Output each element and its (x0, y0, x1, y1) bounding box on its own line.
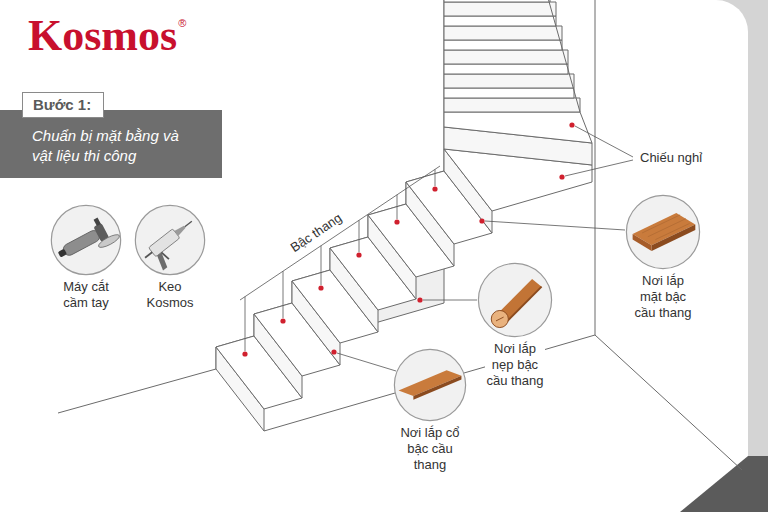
illustration-part (626, 195, 699, 268)
circle-outline (50, 204, 122, 276)
circle-caption: Máy cắt cầm tay (56, 279, 116, 311)
staircase (58, 0, 742, 470)
registered-mark: ® (178, 18, 186, 29)
circle-outline (477, 262, 553, 338)
illustration-part (58, 249, 67, 258)
circle-caption: Keo Kosmos (140, 279, 200, 311)
riser (444, 74, 574, 88)
dot (331, 349, 336, 354)
tread (444, 40, 562, 50)
corner-band (680, 456, 768, 512)
riser (444, 2, 556, 16)
floor-line (58, 369, 216, 413)
illustration-part (135, 205, 204, 274)
landing-label: Chiếu nghỉ (637, 150, 705, 166)
stringer (548, 0, 580, 112)
dot (280, 318, 285, 323)
illustration-part (491, 310, 508, 327)
tread (444, 88, 574, 98)
illustration-part (642, 215, 690, 240)
part-circle: Nơi lắp mặt bậc cầu thang (613, 194, 713, 321)
brand-logo: Kosmos (28, 14, 177, 58)
illustration-part (51, 205, 120, 274)
illustration-part (61, 228, 101, 257)
dot (242, 351, 247, 356)
circle-outline (625, 194, 701, 270)
circle-caption: Nơi lắp mặt bậc cầu thang (633, 273, 693, 321)
illustration-part (94, 218, 101, 226)
dot (417, 297, 422, 302)
tread (444, 64, 568, 74)
step-heading: Bước 1: (22, 92, 104, 118)
circle-caption: Nơi lắp nẹp bậc cầu thang (485, 341, 545, 389)
tool-circle: Máy cắt cầm tay (36, 204, 136, 311)
illustration-part (413, 376, 461, 400)
wall-corner (595, 0, 742, 470)
illustration-part (185, 221, 192, 227)
illustration-part (478, 263, 551, 336)
dot (569, 122, 574, 127)
tool-circle: Keo Kosmos (120, 204, 220, 311)
illustration-part (652, 224, 696, 251)
leader-dots (242, 122, 574, 356)
illustration-part (149, 229, 180, 257)
step-description: Chuẩn bị mặt bằng và vật liệu thi công (32, 126, 182, 166)
part-circle: Nơi lắp cổ bậc cầu thang (380, 348, 480, 473)
leader-line (423, 300, 477, 301)
leader-lines (240, 126, 633, 371)
leader-line (240, 166, 440, 300)
illustration-part (52, 212, 121, 267)
illustration-part (161, 251, 169, 260)
circle-outline (134, 204, 206, 276)
illustration-part (496, 317, 504, 321)
dot (432, 186, 437, 191)
illustration-part (141, 217, 204, 275)
dot (318, 285, 323, 290)
illustration-part (145, 252, 152, 258)
riser (444, 50, 568, 64)
dot (559, 174, 564, 179)
tread (444, 0, 550, 2)
dot (356, 252, 361, 257)
winder-tread (444, 112, 592, 143)
tread (444, 16, 556, 26)
riser (444, 26, 562, 40)
riser (444, 98, 580, 112)
part-circle: Nơi lắp nẹp bậc cầu thang (465, 262, 565, 389)
leader-line (485, 221, 625, 230)
leader-line (245, 169, 435, 351)
illustration-part (394, 349, 465, 420)
leader-line (337, 353, 396, 371)
dot (394, 219, 399, 224)
illustration-part (97, 232, 121, 249)
circle-caption: Nơi lắp cổ bậc cầu thang (400, 425, 460, 473)
leader-line (565, 126, 633, 176)
white-panel (0, 0, 748, 512)
illustration-part (154, 252, 171, 270)
circle-outline (393, 348, 467, 422)
dot (479, 218, 484, 223)
illustration-part (506, 287, 542, 323)
step-band: Bước 1:Chuẩn bị mặt bằng và vật liệu thi… (0, 110, 222, 178)
